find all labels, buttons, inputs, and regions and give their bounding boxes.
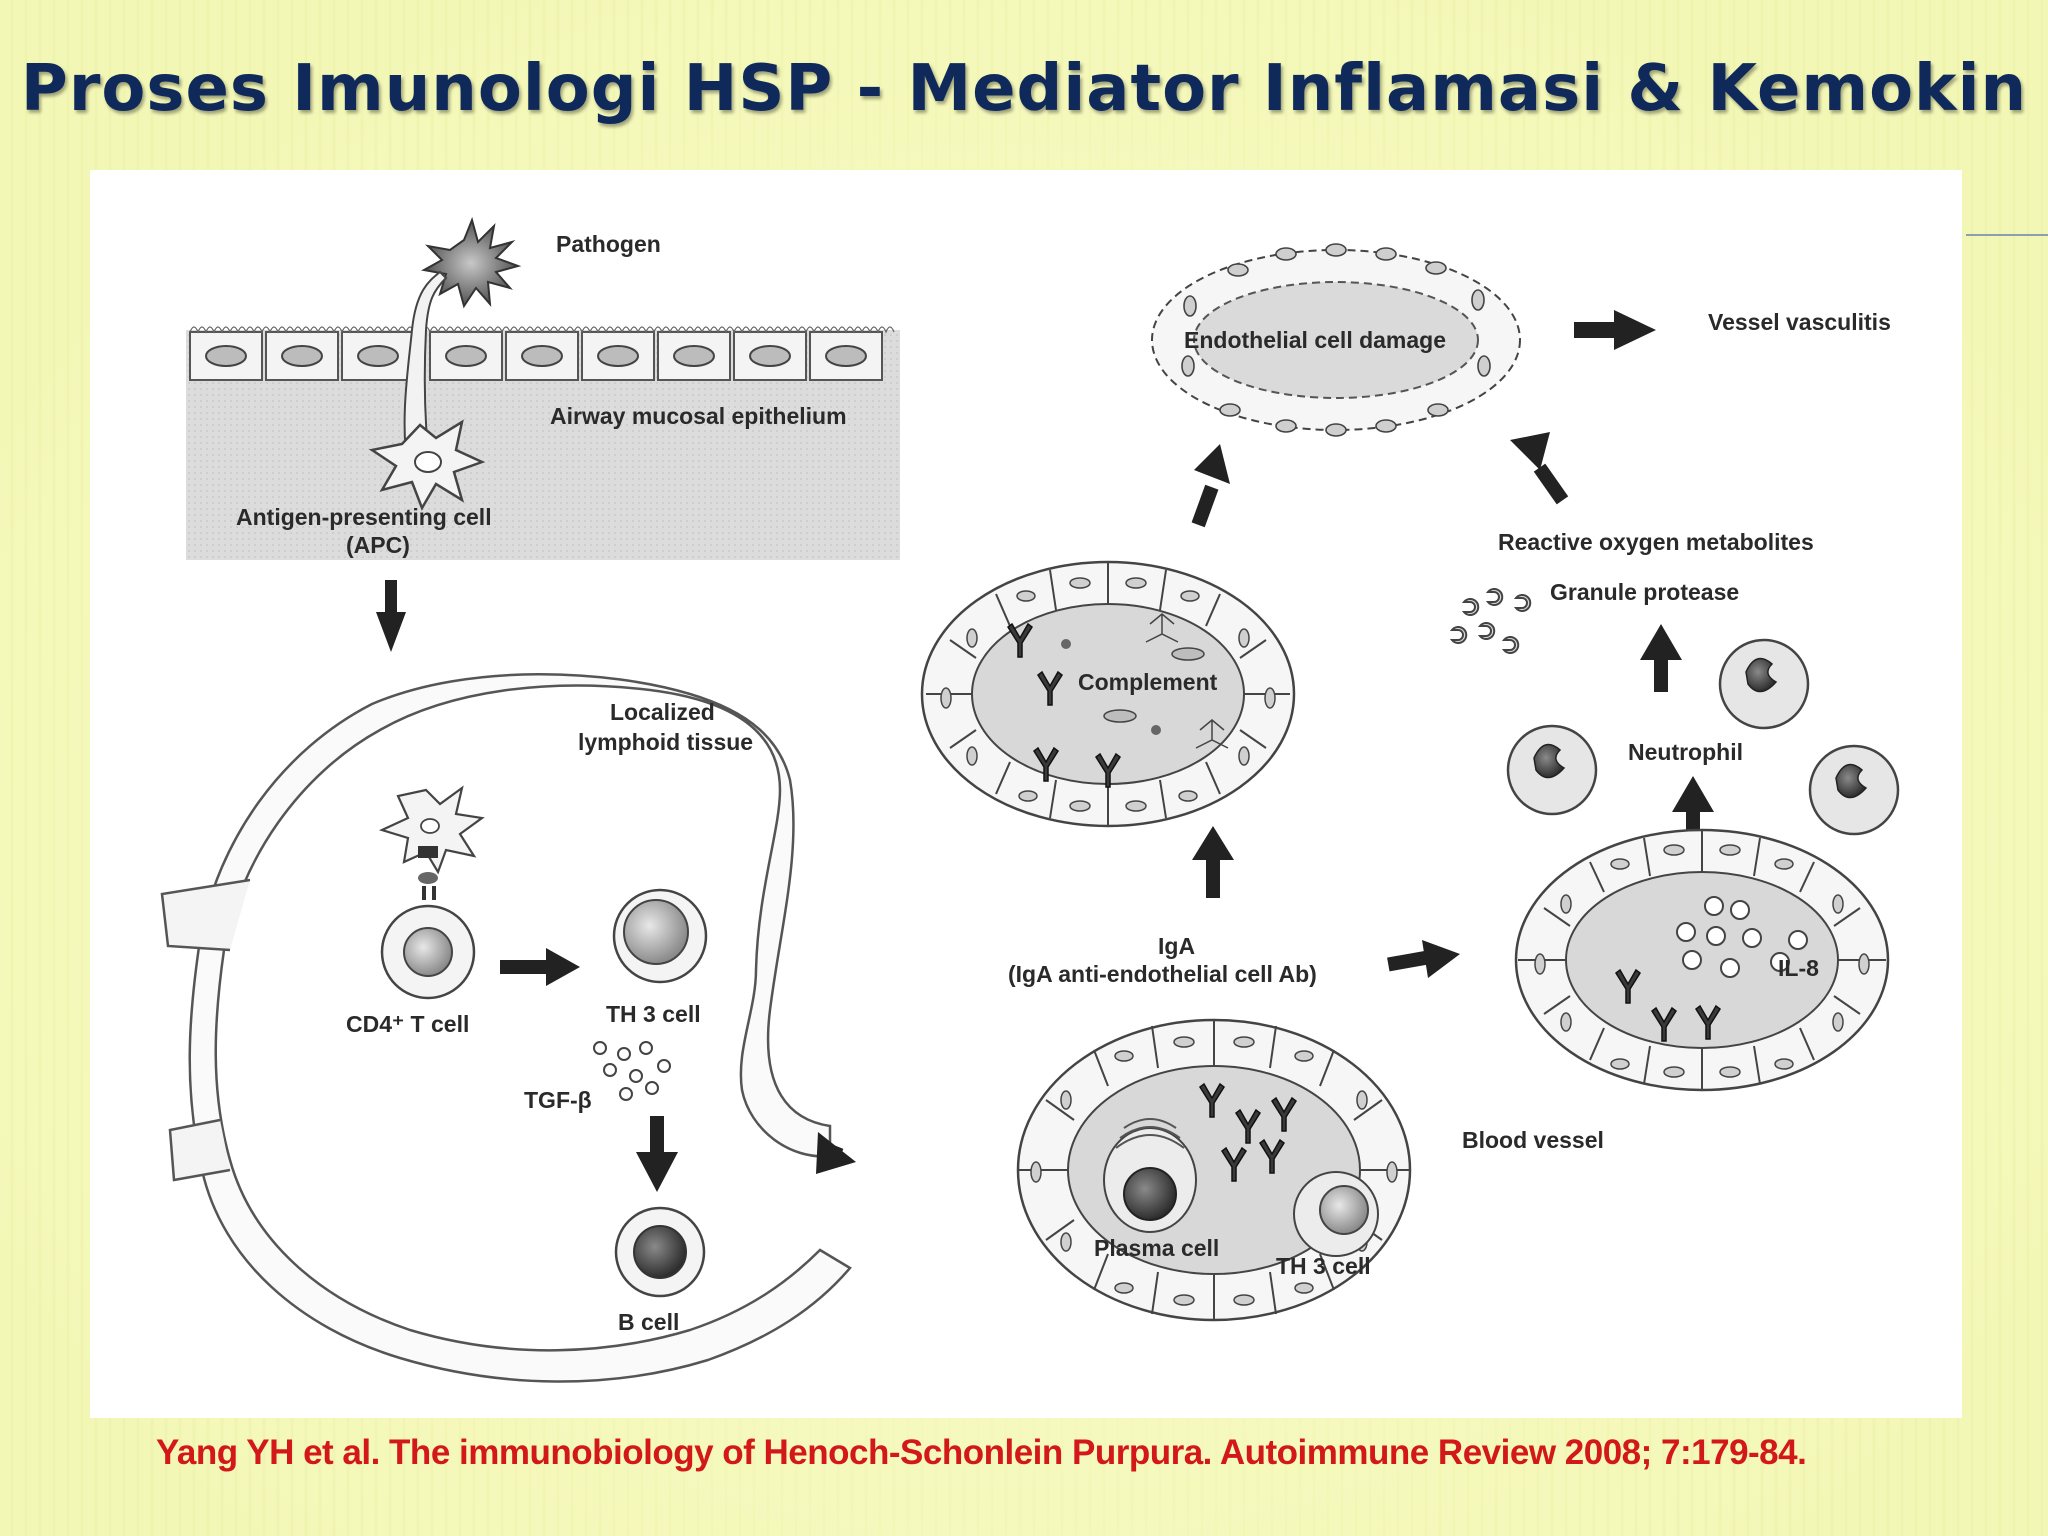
arrow-apc-to-lymphoid	[376, 580, 406, 652]
arrow-iga-to-il8-vessel	[1387, 940, 1460, 978]
apc-label-line2: (APC)	[346, 532, 410, 558]
cd4-t-cell	[380, 904, 476, 1000]
damaged-vessel	[1151, 243, 1521, 437]
iga-antibodies-blood	[1198, 1082, 1298, 1182]
granule-protease-particles	[1449, 588, 1532, 654]
th3-cell-vessel	[1293, 1171, 1379, 1257]
complement-label: Complement	[1078, 669, 1218, 695]
tgf-beta-particles	[593, 1041, 671, 1101]
apc-label-line1: Antigen-presenting cell	[236, 504, 492, 530]
arrow-lymphoid-to-vessel	[816, 1132, 856, 1174]
complement-vessel	[920, 560, 1296, 828]
vasculitis-label: Vessel vasculitis	[1708, 309, 1891, 335]
il8-particles	[1676, 896, 1808, 978]
pathogen-label: Pathogen	[556, 231, 661, 257]
airway-epithelium	[186, 326, 900, 560]
granule-protease-label: Granule protease	[1550, 579, 1739, 605]
lymphoid-label-line1: Localized	[610, 699, 715, 725]
reactive-oxygen-label: Reactive oxygen metabolites	[1498, 529, 1814, 555]
arrow-neutrophil-to-damage	[1510, 432, 1569, 505]
citation: Yang YH et al. The immunobiology of Heno…	[156, 1433, 1807, 1472]
il8-vessel	[1514, 828, 1890, 1092]
th3-cell-label: TH 3 cell	[606, 1001, 701, 1027]
plasma-cell-label: Plasma cell	[1094, 1235, 1219, 1261]
arrow-complement-to-damage	[1191, 444, 1230, 528]
neutrophils	[1506, 638, 1900, 836]
plasma-cell	[1103, 1118, 1197, 1233]
b-cell-label: B cell	[618, 1309, 679, 1335]
arrow-iga-to-complement	[1192, 826, 1234, 898]
lymphoid-tissue	[160, 673, 852, 1383]
il8-label: IL-8	[1778, 955, 1819, 981]
diagram-figure: Pathogen Airway mucosal epithelium Antig…	[90, 170, 1962, 1418]
iga-label-line1: IgA	[1158, 933, 1195, 959]
b-cell	[614, 1206, 706, 1298]
arrow-neutrophil-to-granule	[1640, 624, 1682, 692]
slide-title: Proses Imunologi HSP - Mediator Inflamas…	[20, 52, 2028, 126]
iga-antibodies	[1006, 622, 1122, 788]
lymphoid-label-line2: lymphoid tissue	[578, 729, 753, 755]
arrow-th3-to-bcell	[636, 1116, 678, 1192]
epithelium-label: Airway mucosal epithelium	[550, 403, 847, 429]
th3-vessel-label: TH 3 cell	[1276, 1253, 1371, 1279]
cilia	[189, 326, 895, 334]
iga-label-line2: (IgA anti-endothelial cell Ab)	[1008, 961, 1317, 987]
endothelial-damage-label: Endothelial cell damage	[1184, 327, 1446, 353]
tgf-beta-label: TGF-β	[524, 1087, 592, 1113]
antigen-presenting-cell	[368, 270, 486, 511]
iga-antibodies-il8	[1614, 968, 1722, 1042]
complement-complex	[1145, 613, 1229, 749]
cd4-t-cell-label: CD4⁺ T cell	[346, 1011, 469, 1037]
apc-presenting-to-t-cell	[378, 785, 485, 900]
pathogen-icon	[421, 216, 522, 309]
arrow-cd4-to-th3	[500, 948, 580, 986]
epithelial-cells	[189, 331, 883, 381]
neutrophil-label: Neutrophil	[1628, 739, 1743, 765]
blood-vessel	[1016, 1018, 1412, 1322]
blood-vessel-label: Blood vessel	[1462, 1127, 1604, 1153]
accent-line	[1966, 234, 2048, 236]
th3-cell	[612, 888, 708, 984]
arrow-damage-to-vasculitis	[1574, 310, 1656, 350]
